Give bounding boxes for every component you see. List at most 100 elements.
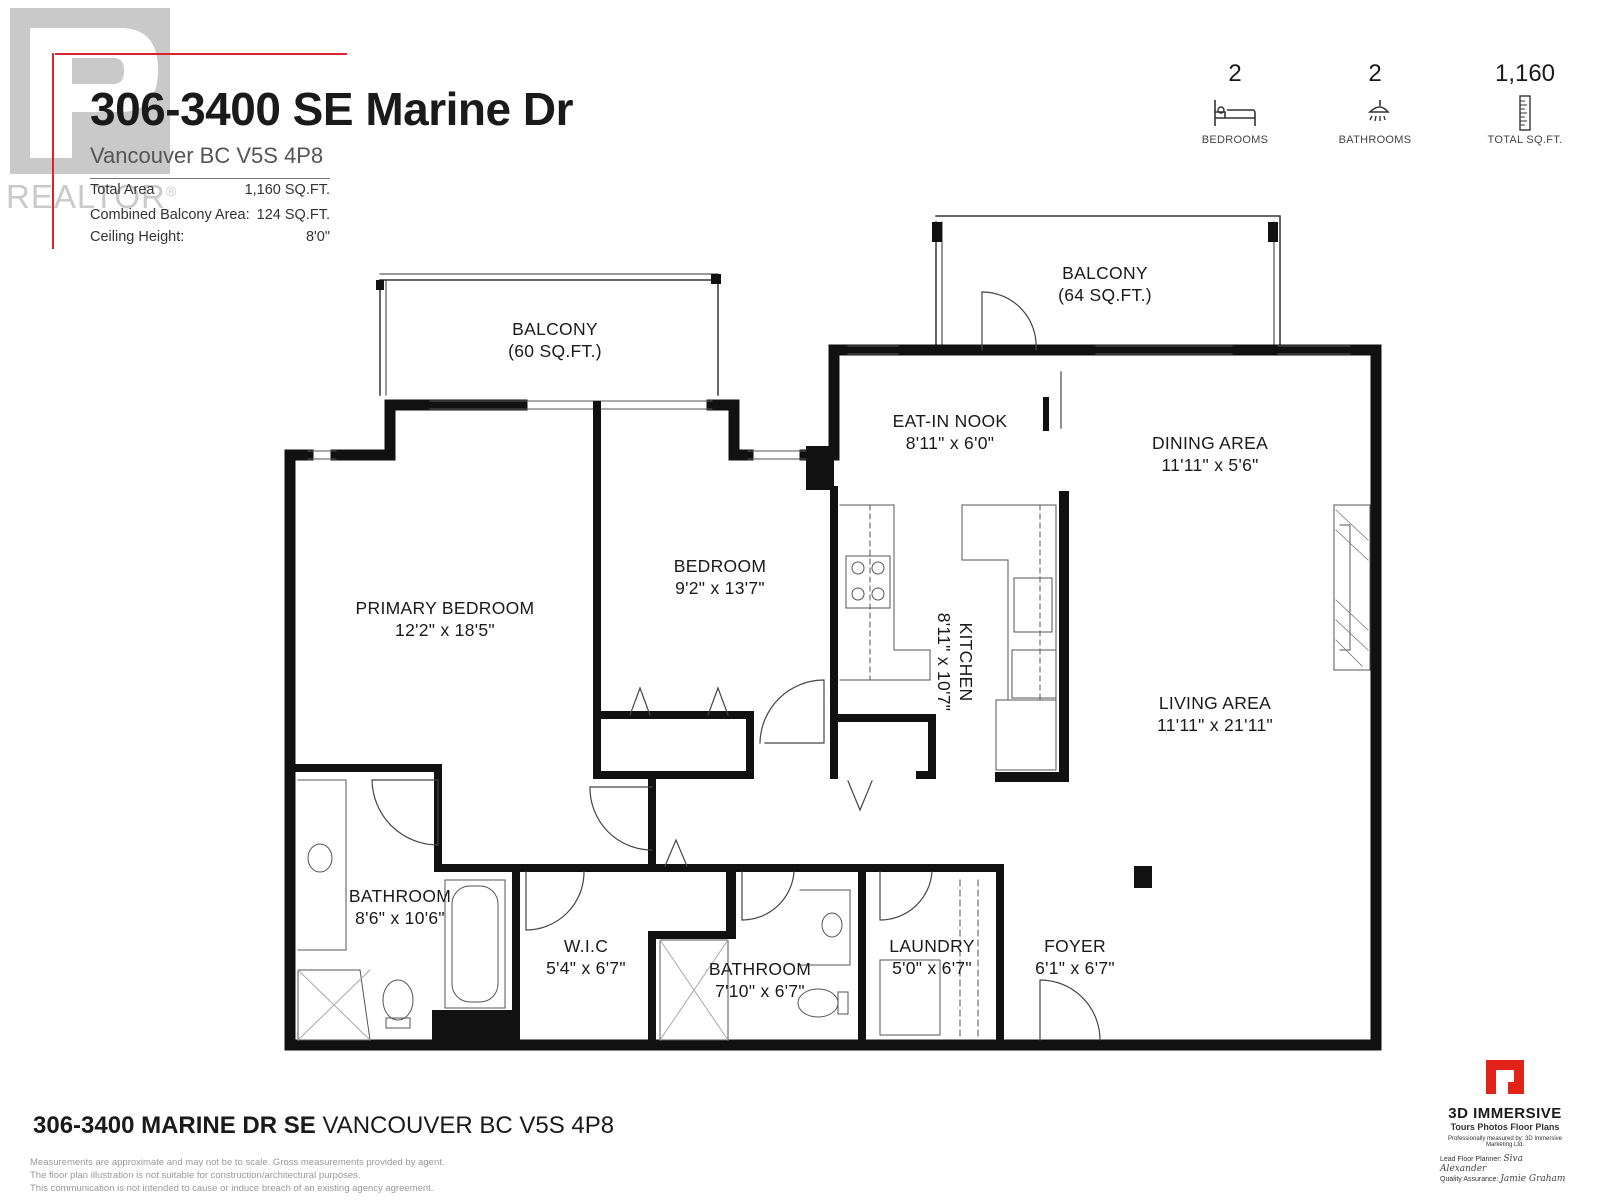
toilet-tank-2 bbox=[837, 991, 849, 1015]
room-size: 5'4" x 6'7" bbox=[546, 958, 626, 978]
room-laundry: LAUNDRY 5'0" x 6'7" bbox=[872, 935, 992, 979]
shower-x bbox=[659, 939, 729, 1041]
pantry-bifold bbox=[847, 780, 873, 812]
burner bbox=[851, 561, 865, 575]
dishwasher bbox=[1011, 649, 1057, 699]
disclaimer-line: Measurements are approximate and may not… bbox=[30, 1157, 445, 1168]
room-primary-bedroom: PRIMARY BEDROOM 12'2" x 18'5" bbox=[330, 597, 560, 641]
room-name: BALCONY bbox=[512, 319, 598, 339]
disclaimer-line: This communication is not intended to ca… bbox=[30, 1183, 434, 1194]
brand-name: 3D IMMERSIVE bbox=[1448, 1105, 1562, 1122]
sink-bath-2 bbox=[821, 912, 843, 938]
room-name: BATHROOM bbox=[348, 886, 452, 906]
balcony-post bbox=[711, 274, 721, 284]
brand-tagline: Tours Photos Floor Plans bbox=[1450, 1122, 1560, 1132]
credit-label: Quality Assurance: bbox=[1440, 1176, 1499, 1183]
door-bath2 bbox=[741, 871, 795, 921]
brand-logo-icon bbox=[1440, 1060, 1570, 1099]
room-name: EAT-IN NOOK bbox=[892, 411, 1008, 431]
fireplace-inner bbox=[1339, 524, 1351, 651]
stat-total-sqft: 1,160 TOTAL SQ.FT. bbox=[1470, 60, 1580, 146]
room-eat-in-nook: EAT-IN NOOK 8'11" x 6'0" bbox=[860, 410, 1040, 454]
room-size: 8'11" x 10'7" bbox=[934, 612, 954, 712]
wall-kitchen-island bbox=[995, 491, 1069, 782]
bathtub-inner bbox=[451, 885, 499, 1003]
room-name: FOYER bbox=[1044, 936, 1106, 956]
room-size: 7'10" x 6'7" bbox=[715, 981, 805, 1001]
balcony-post bbox=[1268, 222, 1278, 242]
door-bath-main bbox=[371, 779, 439, 846]
room-dining: DINING AREA 11'11" x 5'6" bbox=[1120, 432, 1300, 476]
info-label: Combined Balcony Area: bbox=[90, 207, 250, 223]
door-wic bbox=[525, 871, 585, 931]
divider bbox=[90, 178, 330, 179]
room-balcony-left: BALCONY (60 SQ.FT.) bbox=[470, 318, 640, 362]
window bbox=[429, 400, 713, 410]
wall-bedroom-closet bbox=[593, 401, 754, 779]
duct-chase bbox=[432, 1010, 514, 1045]
realtor-logo bbox=[10, 8, 170, 174]
washer bbox=[879, 959, 941, 1036]
room-name: LIVING AREA bbox=[1158, 693, 1272, 713]
window bbox=[747, 450, 807, 460]
room-name: W.I.C bbox=[563, 936, 609, 956]
stove bbox=[845, 555, 891, 609]
burner bbox=[871, 587, 885, 601]
info-ceiling-height: Ceiling Height: 8'0" bbox=[90, 229, 330, 245]
logo-accent-line-vertical bbox=[52, 53, 54, 249]
logo-accent-line bbox=[55, 53, 347, 55]
footer-address-rest: VANCOUVER BC V5S 4P8 bbox=[322, 1112, 615, 1139]
room-name: KITCHEN bbox=[956, 622, 976, 702]
bed-icon bbox=[1180, 96, 1290, 130]
door-laundry bbox=[879, 871, 933, 921]
laundry-shelf bbox=[959, 879, 979, 1041]
info-total-area: Total Area 1,160 SQ.FT. bbox=[90, 182, 330, 198]
door-balcony bbox=[981, 291, 1037, 351]
footer-address: 306-3400 MARINE DR SE VANCOUVER BC V5S 4… bbox=[33, 1112, 614, 1140]
window bbox=[307, 450, 337, 460]
room-size: 8'11" x 6'0" bbox=[905, 433, 995, 453]
shower-x bbox=[297, 969, 371, 1041]
door-bedroom bbox=[759, 679, 825, 744]
info-value: 8'0" bbox=[305, 229, 330, 245]
room-bathroom-2: BATHROOM 7'10" x 6'7" bbox=[690, 958, 830, 1002]
brand-measured-by: Professionally measured by: 3D Immersive… bbox=[1447, 1136, 1563, 1148]
disclaimer-line: The floor plan illustration is not suita… bbox=[30, 1170, 361, 1181]
stat-label: BEDROOMS bbox=[1201, 134, 1269, 146]
bathtub bbox=[444, 879, 506, 1009]
room-size: (60 SQ.FT.) bbox=[508, 341, 602, 361]
room-foyer: FOYER 6'1" x 6'7" bbox=[1015, 935, 1135, 979]
toilet-main bbox=[382, 979, 414, 1021]
exterior-wall-north bbox=[284, 399, 840, 461]
room-name: DINING AREA bbox=[1151, 433, 1269, 453]
room-size: 5'0" x 6'7" bbox=[892, 958, 972, 978]
stat-label: BATHROOMS bbox=[1338, 134, 1412, 146]
toilet-tank bbox=[385, 1017, 411, 1029]
wall-wic bbox=[512, 864, 866, 1049]
shower-2 bbox=[659, 939, 729, 1041]
balcony-right-railing-inner bbox=[941, 221, 1275, 346]
room-size: 9'2" x 13'7" bbox=[675, 578, 765, 598]
room-wic: W.I.C 5'4" x 6'7" bbox=[522, 935, 650, 979]
closet-bifold-2 bbox=[664, 838, 688, 867]
window bbox=[847, 345, 899, 355]
room-name: BALCONY bbox=[1062, 263, 1148, 283]
info-label: Total Area bbox=[90, 182, 155, 198]
room-size: 8'6" x 10'6" bbox=[355, 908, 445, 928]
fireplace-hatch bbox=[1335, 509, 1369, 667]
room-name: LAUNDRY bbox=[889, 936, 975, 956]
room-living: LIVING AREA 11'11" x 21'11" bbox=[1110, 692, 1320, 736]
info-balcony-area: Combined Balcony Area: 124 SQ.FT. bbox=[90, 207, 330, 223]
vanity bbox=[297, 779, 347, 951]
room-kitchen: KITCHEN 8'11" x 10'7" bbox=[933, 597, 977, 727]
room-name: BEDROOM bbox=[673, 556, 767, 576]
room-name: PRIMARY BEDROOM bbox=[355, 598, 535, 618]
burner bbox=[851, 587, 865, 601]
ruler-icon bbox=[1470, 95, 1580, 131]
burner bbox=[871, 561, 885, 575]
balcony-post bbox=[376, 280, 384, 290]
brand-block: 3D IMMERSIVE Tours Photos Floor Plans Pr… bbox=[1440, 1060, 1570, 1184]
fireplace bbox=[1333, 504, 1371, 671]
fridge bbox=[995, 699, 1057, 771]
